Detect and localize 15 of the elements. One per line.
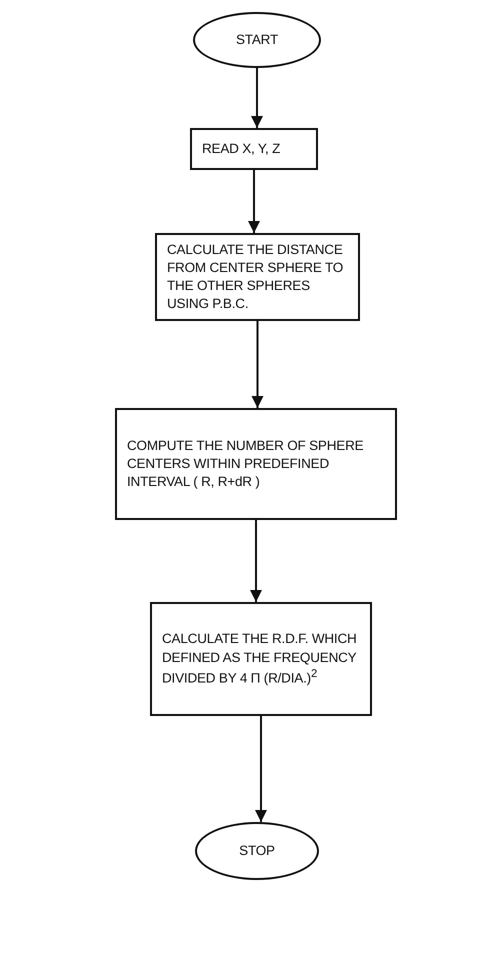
node-text: START [236,30,278,49]
process-box [115,408,397,520]
node-text: READ X, Y, Z [202,140,280,158]
node-text: CALCULATE THE R.D.F. WHICH DEFINED AS THE FREQUENCY DIVIDED BY 4 Π (R/DIA.)$^{2}$ [162,630,358,688]
process-box [150,602,372,716]
arrow [250,520,262,602]
arrow [251,68,263,128]
arrow [248,170,260,233]
arrow [255,716,267,822]
node-text: COMPUTE THE NUMBER OF SPHERE CENTERS WITHIN PREDEFINED INTERVAL ( R, R+dR ) [127,436,364,492]
process-box [155,233,360,321]
node-text: STOP [239,842,275,860]
node-text: CALCULATE THE DISTANCE FROM CENTER SPHERE TO THE OTHER SPHERES USING P.B.C. [167,240,344,314]
arrow [252,321,264,408]
process-box [190,128,318,170]
